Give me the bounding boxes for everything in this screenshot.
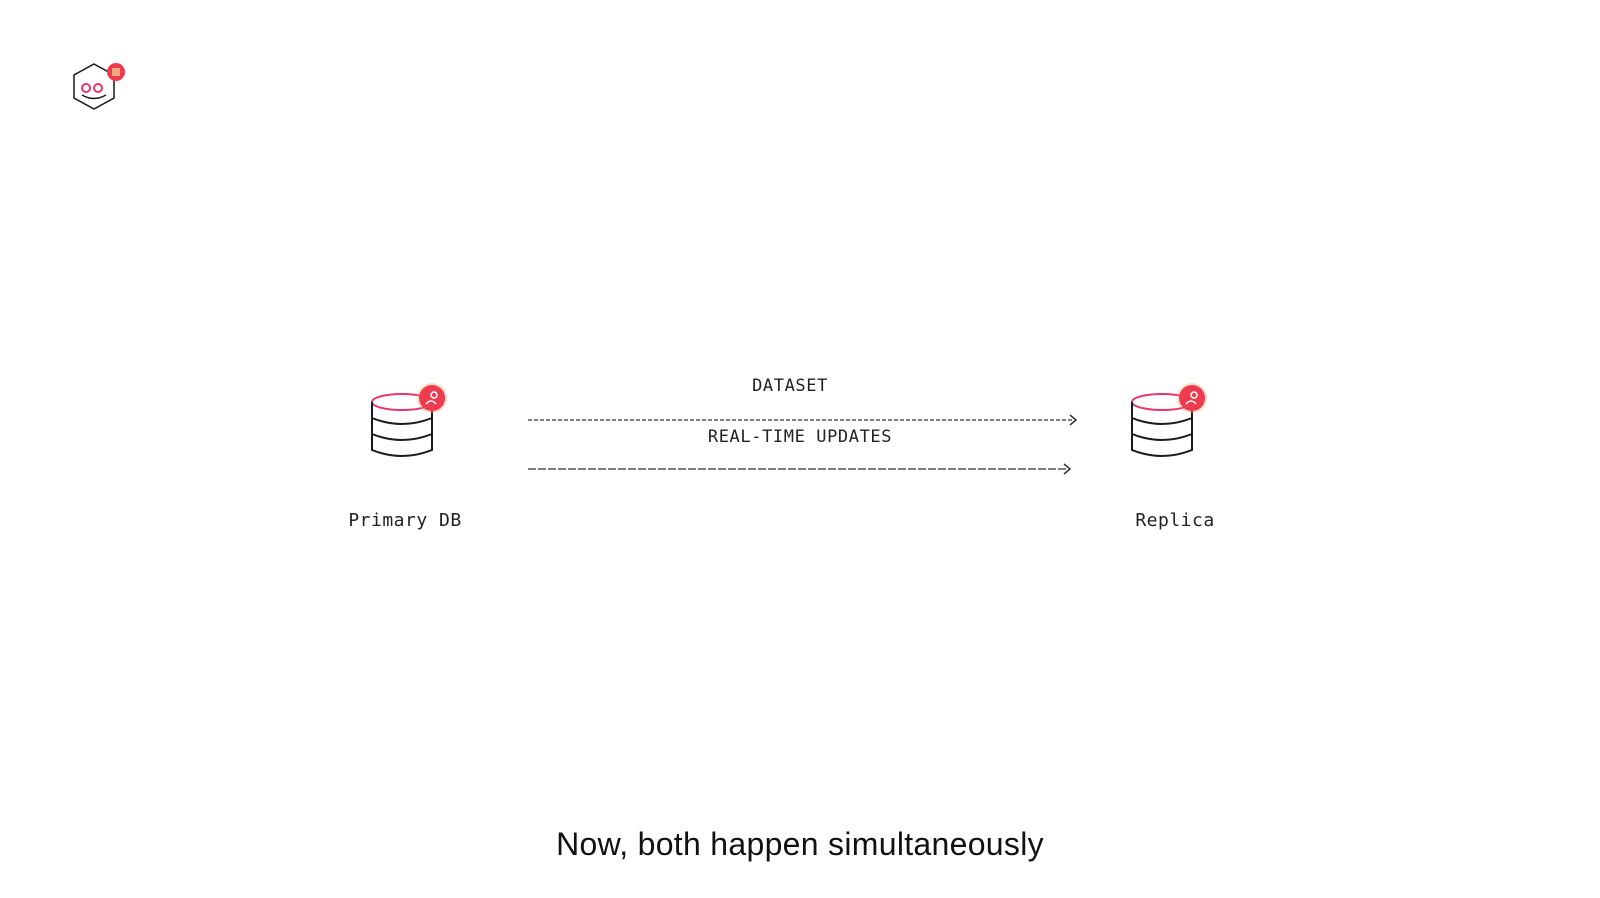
hexagon-logo-icon	[73, 63, 125, 110]
arrow-dataset	[528, 412, 1082, 426]
arrow-realtime-updates	[528, 461, 1076, 475]
logo	[68, 58, 130, 120]
edge-label-dataset: DATASET	[752, 376, 828, 396]
primary-db-node	[366, 380, 447, 470]
primary-db-label: Primary DB	[348, 510, 462, 531]
edge-label-realtime-updates: REAL-TIME UPDATES	[707, 427, 893, 447]
database-icon	[371, 383, 447, 457]
caption: Now, both happen simultaneously	[556, 826, 1044, 862]
replica-db-label: Replica	[1135, 510, 1215, 531]
replica-db-node	[1126, 380, 1207, 470]
database-icon	[1131, 383, 1207, 457]
